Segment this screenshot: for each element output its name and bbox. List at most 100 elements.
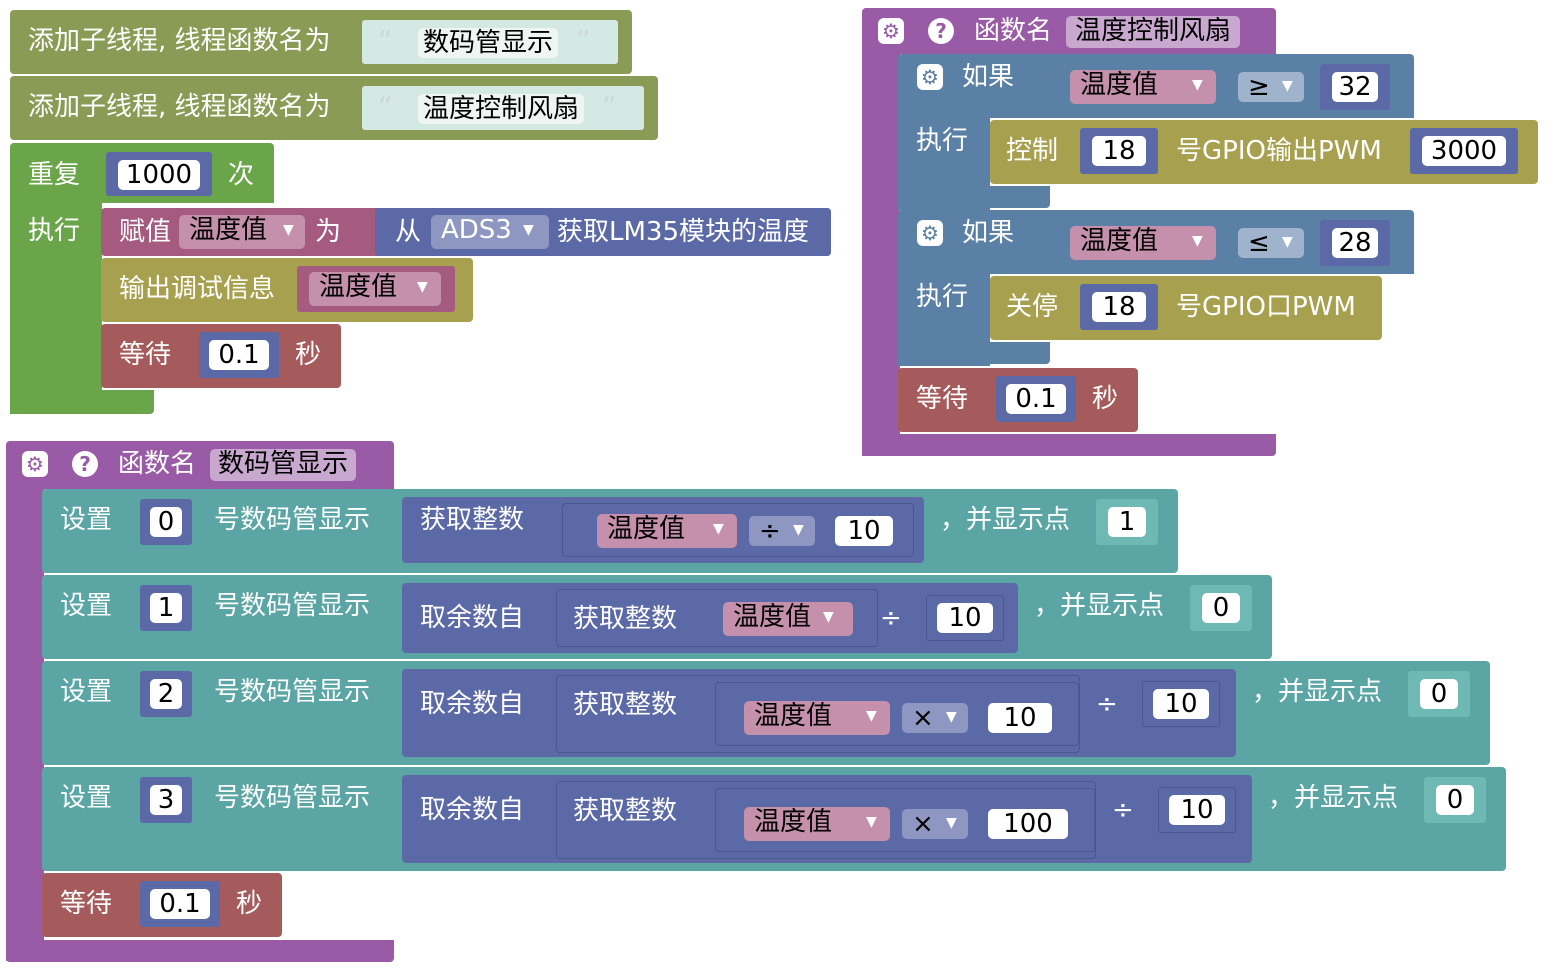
- index-field[interactable]: 0: [150, 507, 182, 537]
- operator-value: ÷: [759, 516, 781, 546]
- display-label: 号数码管显示: [214, 591, 371, 621]
- index-field[interactable]: 1: [150, 593, 182, 623]
- function-fan-header[interactable]: ⚙ ? 函数名 温度控制风扇: [862, 8, 1276, 54]
- repeat-count-field[interactable]: 1000: [118, 160, 200, 190]
- threshold-field[interactable]: 32: [1332, 72, 1378, 102]
- debug-output-block[interactable]: 输出调试信息 温度值 ▼: [101, 258, 473, 322]
- compare-block-ge[interactable]: 温度值 ▼ ≥ ▼ 32: [1052, 60, 1396, 112]
- modulo-block[interactable]: 取余数自 获取整数 温度值 ▼ × ▼ 100 ÷ 10: [402, 775, 1252, 863]
- index-field[interactable]: 2: [150, 679, 182, 709]
- wait-label: 等待: [60, 889, 113, 919]
- wait-block[interactable]: 等待 0.1 秒: [101, 324, 341, 388]
- pwm-value-field[interactable]: 3000: [1422, 136, 1506, 166]
- set-label: 设置: [60, 591, 113, 621]
- temperature-variable-dropdown[interactable]: 温度值 ▼: [744, 807, 890, 841]
- help-icon[interactable]: ?: [72, 451, 98, 477]
- wait-value-field[interactable]: 0.1: [150, 889, 210, 919]
- thread-name-field[interactable]: 温度控制风扇: [418, 94, 584, 124]
- divisor-field[interactable]: 10: [835, 516, 893, 546]
- integer-block[interactable]: 获取整数 温度值 ▼ ÷ ▼ 10: [402, 497, 924, 563]
- gear-icon[interactable]: ⚙: [917, 220, 943, 246]
- dropdown-arrow-icon: ▼: [946, 815, 957, 831]
- temperature-variable-dropdown[interactable]: 温度值 ▼: [179, 215, 305, 249]
- divide-block[interactable]: 温度值 ▼ ÷ ▼ 10: [562, 503, 914, 557]
- integer-block[interactable]: 获取整数 温度值 ▼ × ▼ 10: [556, 675, 1080, 753]
- if-do-label: 执行: [916, 126, 969, 156]
- function-name-field[interactable]: 数码管显示: [210, 449, 356, 481]
- divide-operator: ÷: [880, 603, 902, 633]
- wait-value-field[interactable]: 0.1: [209, 340, 269, 370]
- pin-field[interactable]: 18: [1092, 292, 1146, 322]
- add-thread-block-2[interactable]: 添加子线程, 线程函数名为 “ 温度控制风扇 ”: [10, 76, 658, 140]
- variable-name: 温度值: [754, 701, 833, 731]
- segment-display-row-0[interactable]: 设置 0 号数码管显示 获取整数 温度值 ▼ ÷ ▼ 10 ，并显示点 1: [42, 489, 1178, 573]
- pin-field[interactable]: 18: [1092, 136, 1146, 166]
- temperature-variable-dropdown[interactable]: 温度值 ▼: [1070, 70, 1216, 104]
- modulo-block[interactable]: 取余数自 获取整数 温度值 ▼ ÷ 10: [402, 583, 1018, 653]
- threshold-field[interactable]: 28: [1332, 228, 1378, 258]
- operator-dropdown[interactable]: × ▼: [902, 703, 968, 733]
- temperature-variable-dropdown[interactable]: 温度值 ▼: [744, 701, 890, 735]
- divisor-field[interactable]: 10: [937, 603, 993, 633]
- index-field[interactable]: 3: [150, 785, 182, 815]
- operator-dropdown[interactable]: ≥ ▼: [1238, 72, 1304, 102]
- lm35-read-block[interactable]: 从 ADS3 ▼ 获取LM35模块的温度: [375, 208, 831, 256]
- gear-icon[interactable]: ⚙: [878, 18, 904, 44]
- temperature-variable-dropdown[interactable]: 温度值 ▼: [1070, 226, 1216, 260]
- adc-channel-dropdown[interactable]: ADS3 ▼: [431, 215, 549, 249]
- dropdown-arrow-icon: ▼: [866, 708, 877, 724]
- segment-display-row-1[interactable]: 设置 1 号数码管显示 取余数自 获取整数 温度值 ▼ ÷ 10 ，并显示点 0: [42, 575, 1272, 659]
- dropdown-arrow-icon: ▼: [283, 222, 294, 238]
- divisor-field[interactable]: 10: [1169, 795, 1225, 825]
- dot-field[interactable]: 0: [1436, 785, 1474, 815]
- wait-block[interactable]: 等待 0.1 秒: [42, 873, 282, 937]
- operator-dropdown[interactable]: ≤ ▼: [1238, 228, 1304, 258]
- set-label: 设置: [60, 783, 113, 813]
- dot-label: ，并显示点: [1034, 591, 1165, 621]
- dropdown-arrow-icon: ▼: [523, 222, 534, 238]
- segment-display-row-2[interactable]: 设置 2 号数码管显示 取余数自 获取整数 温度值 ▼ × ▼ 10 ÷ 10 …: [42, 661, 1490, 765]
- pwm-control-block[interactable]: 控制 18 号GPIO输出PWM 3000: [990, 120, 1538, 184]
- dot-field[interactable]: 0: [1420, 679, 1458, 709]
- dot-field[interactable]: 1: [1108, 507, 1146, 537]
- thread-name-field[interactable]: 数码管显示: [418, 28, 558, 58]
- divisor-field[interactable]: 10: [1153, 689, 1209, 719]
- debug-label: 输出调试信息: [119, 274, 276, 304]
- function-label: 函数名: [974, 16, 1053, 46]
- integer-block[interactable]: 获取整数 温度值 ▼: [556, 589, 878, 647]
- integer-block[interactable]: 获取整数 温度值 ▼ × ▼ 100: [556, 781, 1096, 859]
- temperature-variable-dropdown[interactable]: 温度值 ▼: [597, 514, 737, 548]
- help-icon[interactable]: ?: [928, 18, 954, 44]
- display-label: 号数码管显示: [214, 505, 371, 535]
- index-slot: 1: [140, 585, 192, 631]
- compare-block-le[interactable]: 温度值 ▼ ≤ ▼ 28: [1052, 216, 1396, 268]
- multiply-block[interactable]: 温度值 ▼ × ▼ 10: [715, 682, 1079, 746]
- variable-name: 温度值: [189, 215, 268, 245]
- divide-operator: ÷: [1112, 795, 1134, 825]
- if-block-2-bottom: [898, 342, 1050, 364]
- function-display-body-bar: [6, 487, 44, 961]
- wait-block[interactable]: 等待 0.1 秒: [898, 368, 1138, 432]
- modulo-block[interactable]: 取余数自 获取整数 温度值 ▼ × ▼ 10 ÷ 10: [402, 669, 1236, 757]
- gear-icon[interactable]: ⚙: [22, 451, 48, 477]
- function-display-header[interactable]: ⚙ ? 函数名 数码管显示: [6, 441, 394, 489]
- wait-value-field[interactable]: 0.1: [1006, 384, 1066, 414]
- open-quote-icon: “: [378, 24, 393, 57]
- segment-display-row-3[interactable]: 设置 3 号数码管显示 取余数自 获取整数 温度值 ▼ × ▼ 100 ÷ 10…: [42, 767, 1506, 871]
- gear-icon[interactable]: ⚙: [917, 64, 943, 90]
- dot-field[interactable]: 0: [1202, 593, 1240, 623]
- multiplier-field[interactable]: 10: [988, 703, 1052, 733]
- operator-dropdown[interactable]: × ▼: [902, 809, 968, 839]
- dropdown-arrow-icon: ▼: [1282, 78, 1293, 94]
- temperature-variable-dropdown[interactable]: 温度值 ▼: [309, 272, 441, 306]
- operator-dropdown[interactable]: ÷ ▼: [749, 516, 815, 546]
- adc-channel-value: ADS3: [441, 215, 512, 245]
- multiply-block[interactable]: 温度值 ▼ × ▼ 100: [715, 788, 1095, 852]
- function-name-field[interactable]: 温度控制风扇: [1066, 16, 1240, 48]
- assign-block[interactable]: 赋值 温度值 ▼ 为 从 ADS3 ▼ 获取LM35模块的温度: [101, 208, 831, 256]
- multiplier-field[interactable]: 100: [988, 809, 1068, 839]
- index-slot: 0: [140, 499, 192, 545]
- add-thread-block-1[interactable]: 添加子线程, 线程函数名为 “ 数码管显示 ”: [10, 10, 632, 74]
- pwm-stop-block[interactable]: 关停 18 号GPIO口PWM: [990, 276, 1382, 340]
- temperature-variable-dropdown[interactable]: 温度值 ▼: [723, 602, 853, 636]
